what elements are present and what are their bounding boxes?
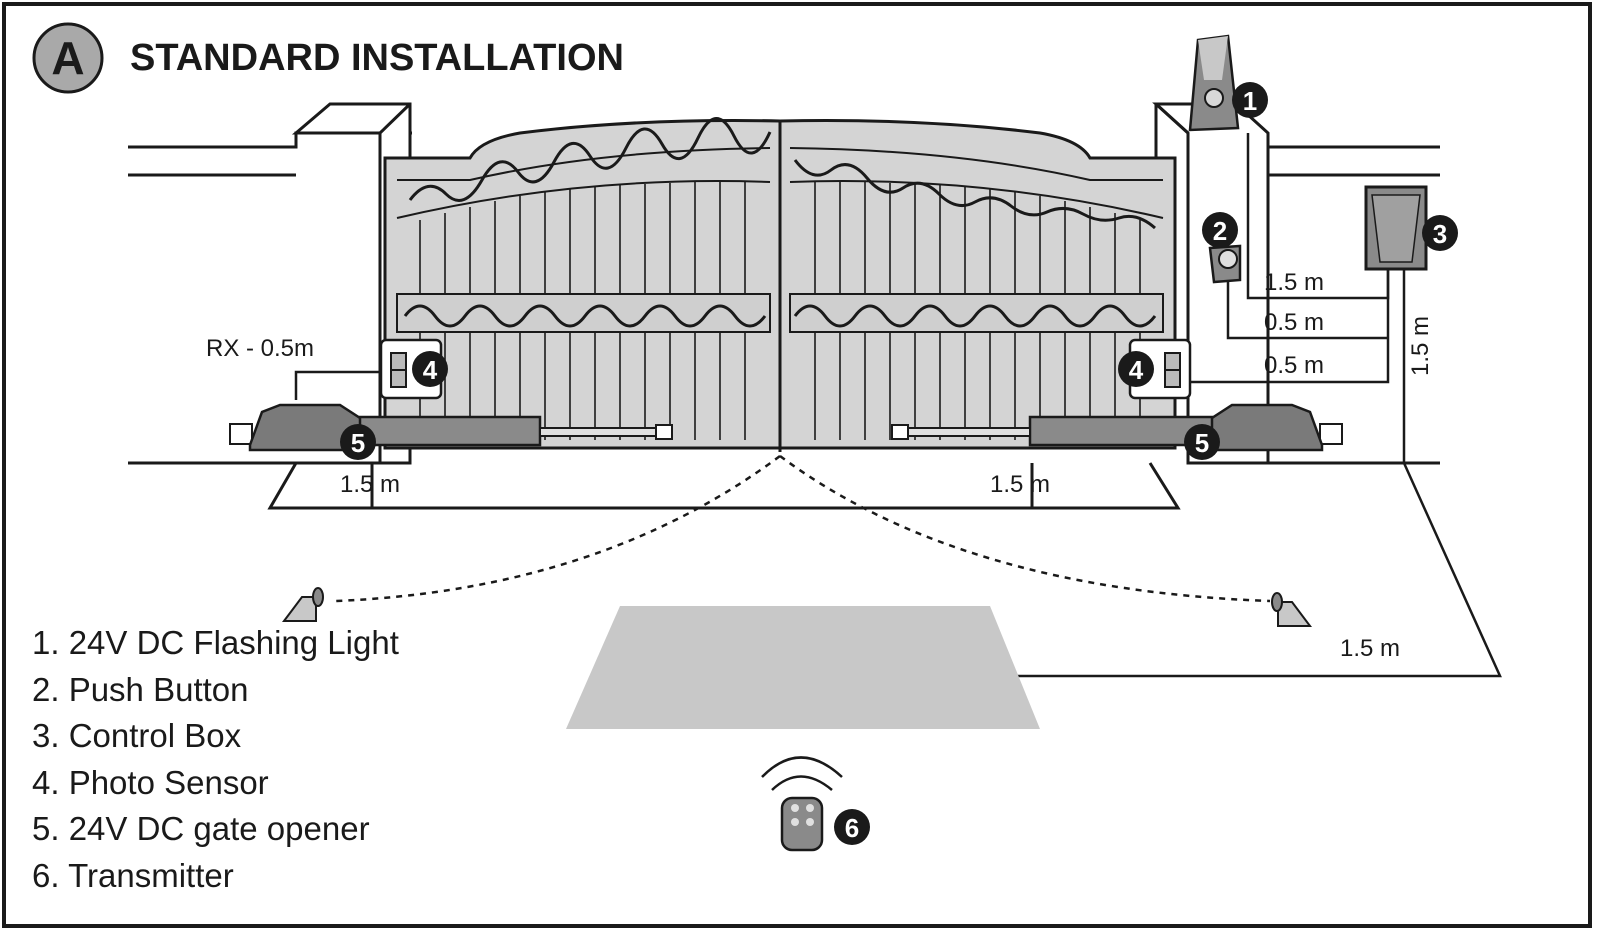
svg-text:5: 5 — [351, 428, 365, 458]
wiring — [294, 133, 1502, 678]
gate-right-leaf — [778, 119, 1177, 450]
flashing-light — [1188, 34, 1240, 132]
page-title: STANDARD INSTALLATION — [130, 37, 624, 79]
svg-text:3: 3 — [1433, 219, 1447, 249]
ground-run-distance-label: 1.5 m — [1340, 635, 1400, 662]
legend-item: 2. Push Button — [32, 670, 249, 708]
legend-item: 3. Control Box — [32, 717, 242, 754]
gate-opener-right — [891, 403, 1343, 452]
callout-4-right: 4 — [1118, 351, 1154, 387]
svg-text:1: 1 — [1243, 86, 1257, 116]
gate-opener-left — [229, 403, 673, 452]
push-button-device — [1208, 244, 1242, 284]
badge-letter: A — [51, 32, 84, 84]
gate-left-leaf — [383, 117, 782, 450]
ground-sensor-left — [282, 587, 324, 622]
callout-2: 2 — [1202, 212, 1238, 248]
svg-text:5: 5 — [1195, 428, 1209, 458]
ground-sensor-right — [1271, 592, 1312, 627]
legend-item: 6. Transmitter — [32, 856, 234, 894]
right-distance-label: 1.5 m — [990, 471, 1050, 498]
callout-5-right: 5 — [1184, 424, 1220, 460]
section-badge: A — [32, 22, 104, 94]
sensor-upper-distance-label: 0.5 m — [1264, 309, 1324, 336]
svg-text:4: 4 — [1129, 355, 1144, 385]
callout-3: 3 — [1422, 215, 1458, 251]
callout-4-left: 4 — [412, 351, 448, 387]
legend-item: 4. Photo Sensor — [32, 763, 269, 801]
control-box — [1364, 185, 1428, 271]
callout-1: 1 — [1232, 82, 1268, 118]
callout-6: 6 — [834, 809, 870, 845]
legend-item: 1. 24V DC Flashing Light — [32, 624, 399, 661]
svg-text:2: 2 — [1213, 216, 1227, 246]
callout-5-left: 5 — [340, 424, 376, 460]
left-distance-label: 1.5 m — [340, 471, 400, 498]
component-legend: 1. 24V DC Flashing Light 2. Push Button … — [32, 620, 399, 899]
rx-distance-label: RX - 0.5m — [206, 335, 314, 362]
svg-text:6: 6 — [845, 813, 859, 843]
ground-zone — [267, 462, 1181, 510]
box-vertical-distance-label: 1.5 m — [1407, 316, 1434, 376]
sensor-lower-distance-label: 0.5 m — [1264, 352, 1324, 379]
svg-text:4: 4 — [423, 355, 438, 385]
sensor-beams — [335, 454, 1271, 603]
transmitter-device — [761, 756, 843, 852]
button-distance-label: 1.5 m — [1264, 269, 1324, 296]
legend-item: 5. 24V DC gate opener — [32, 810, 370, 847]
driveway-area — [566, 606, 1040, 729]
boundary-walls — [128, 131, 1440, 465]
